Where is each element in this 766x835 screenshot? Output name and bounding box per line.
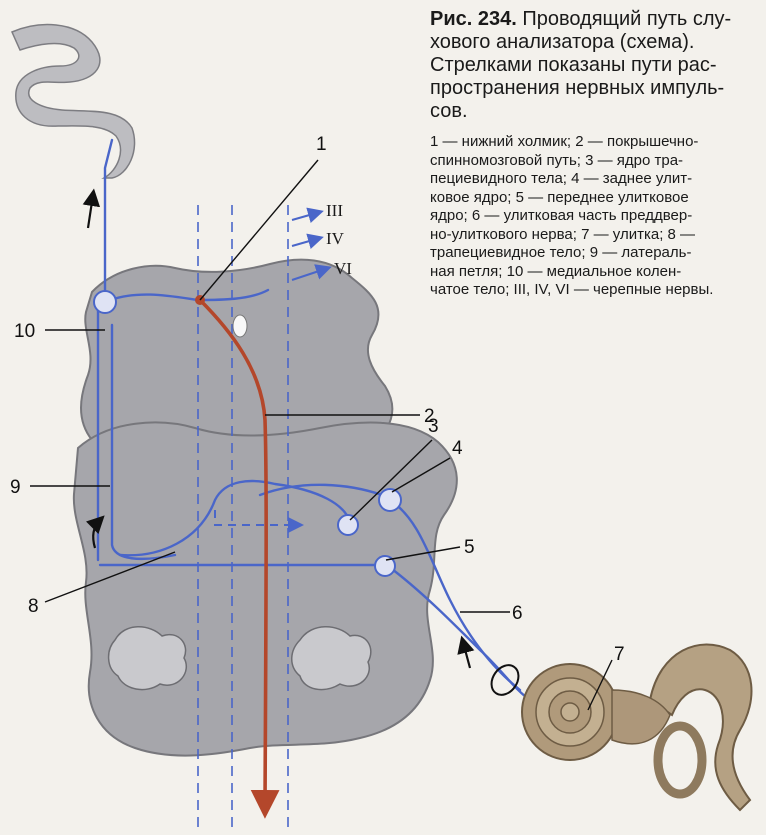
caption-title: Рис. 234. Проводящий путь слу- хового ан… <box>430 8 766 123</box>
label-10: 10 <box>14 321 35 342</box>
figure-caption: Рис. 234. Проводящий путь слу- хового ан… <box>430 8 766 300</box>
up-arrow-lemniscus <box>88 195 93 228</box>
trapezoid-nucleus <box>338 515 358 535</box>
cerebral-aqueduct <box>233 315 247 337</box>
label-nerve-iv: IV <box>326 229 345 248</box>
nerve-iii-branch <box>292 212 320 220</box>
figure-label: Рис. 234. <box>430 8 517 30</box>
label-3: 3 <box>428 416 439 437</box>
label-8: 8 <box>28 596 39 617</box>
label-nerve-iii: III <box>326 201 343 220</box>
olive-right <box>292 627 371 690</box>
label-4: 4 <box>452 438 463 459</box>
cochlea <box>522 644 751 810</box>
label-5: 5 <box>464 537 475 558</box>
label-nerve-vi: VI <box>334 259 352 278</box>
up-arrow-nerve <box>463 642 470 668</box>
nerve-ring <box>486 660 524 700</box>
olive-left <box>109 627 187 690</box>
midbrain-section <box>81 260 392 440</box>
pathway-to-cortex <box>105 140 112 300</box>
auditory-cortex <box>12 25 135 178</box>
label-6: 6 <box>512 603 523 624</box>
caption-legend: 1 — нижний холмик; 2 — покрышечно- спинн… <box>430 133 766 300</box>
label-9: 9 <box>10 477 21 498</box>
dorsal-cochlear-nucleus <box>379 489 401 511</box>
nerve-iv-branch <box>292 238 320 246</box>
medial-geniculate-body <box>94 291 116 313</box>
label-7: 7 <box>614 644 625 665</box>
label-1: 1 <box>316 134 327 155</box>
